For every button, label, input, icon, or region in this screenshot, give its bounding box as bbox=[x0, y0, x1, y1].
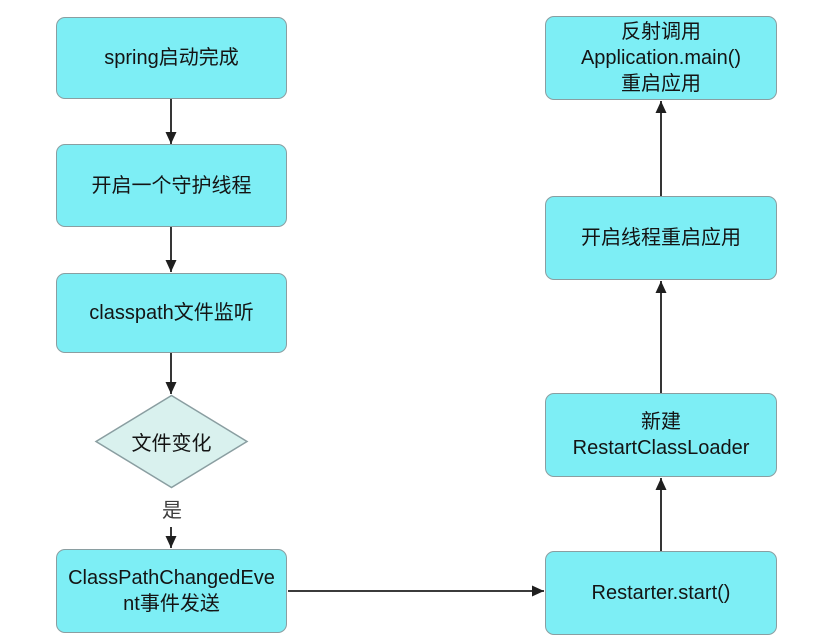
node-restarter-start: Restarter.start() bbox=[545, 551, 777, 635]
node-classpath-listener: classpath文件监听 bbox=[56, 273, 287, 353]
decision-diamond-shape bbox=[94, 394, 249, 489]
node-daemon-thread: 开启一个守护线程 bbox=[56, 144, 287, 227]
edge-label-yes: 是 bbox=[162, 499, 182, 522]
node-restart-thread: 开启线程重启应用 bbox=[545, 196, 777, 280]
diamond-polygon bbox=[94, 394, 249, 489]
node-new-restart-classloader: 新建 RestartClassLoader bbox=[545, 393, 777, 477]
node-spring-started: spring启动完成 bbox=[56, 17, 287, 99]
node-reflect-main: 反射调用 Application.main() 重启应用 bbox=[545, 16, 777, 100]
decision-label: 文件变化 bbox=[131, 433, 212, 455]
node-file-changed-decision: 文件变化 bbox=[94, 394, 249, 489]
node-classpath-changed-event: ClassPathChangedEvent事件发送 bbox=[56, 549, 287, 633]
